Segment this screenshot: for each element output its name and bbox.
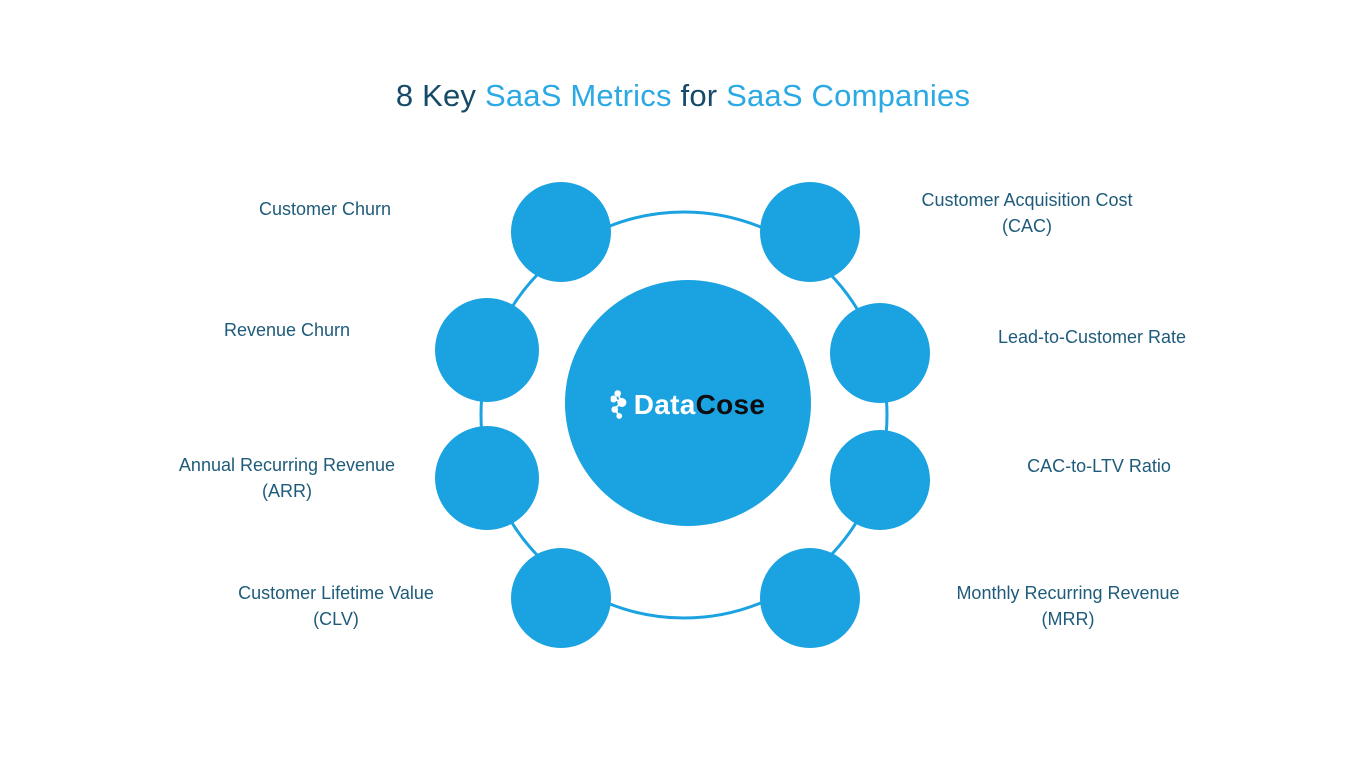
title-segment-blue-1: SaaS Metrics	[484, 78, 672, 113]
metric-label-line1: Customer Acquisition Cost	[921, 190, 1133, 210]
node-circle-lead-to-customer-rate	[830, 303, 930, 403]
metric-label-line1: Customer Lifetime Value	[238, 583, 434, 603]
metric-label-line1: Annual Recurring Revenue	[178, 455, 396, 475]
center-circle	[565, 280, 811, 526]
metric-label-lead-to-customer-rate: Lead-to-Customer Rate	[998, 324, 1186, 350]
metric-label-line2: (CAC)	[1002, 216, 1052, 236]
node-circle-revenue-churn	[435, 298, 539, 402]
metric-label-customer-lifetime-value: Customer Lifetime Value (CLV)	[238, 580, 434, 632]
metric-label-line1: Customer Churn	[258, 199, 392, 219]
title-segment-dark-1: 8 Key	[395, 78, 485, 113]
metric-label-line1: Monthly Recurring Revenue	[956, 583, 1180, 603]
metric-label-line1: Revenue Churn	[223, 320, 351, 340]
network-dots-icon	[610, 390, 627, 419]
node-circle-annual-recurring-revenue	[435, 426, 539, 530]
title-segment-dark-2: for	[671, 78, 727, 113]
metric-label-line2: (ARR)	[261, 481, 312, 501]
node-circle-customer-acquisition-cost	[760, 182, 860, 282]
metric-label-line1: Lead-to-Customer Rate	[997, 327, 1187, 347]
ring-connector	[479, 210, 889, 620]
metric-label-cac-to-ltv-ratio: CAC-to-LTV Ratio	[1027, 453, 1171, 479]
logo-text-cose: Cose	[695, 389, 766, 420]
datacose-logo: DataCose	[610, 389, 766, 421]
page-title: 8 Key SaaS Metrics for SaaS Companies	[0, 78, 1366, 114]
title-segment-blue-2: SaaS Companies	[726, 78, 971, 113]
metric-label-line2: (CLV)	[313, 609, 359, 629]
logo-text-data: Data	[633, 389, 696, 420]
metric-label-monthly-recurring-revenue: Monthly Recurring Revenue (MRR)	[956, 580, 1179, 632]
metric-label-customer-churn: Customer Churn	[259, 196, 391, 222]
node-circle-customer-churn	[511, 182, 611, 282]
node-circle-monthly-recurring-revenue	[760, 548, 860, 648]
metric-label-line2: (MRR)	[1041, 609, 1095, 629]
node-circle-customer-lifetime-value	[511, 548, 611, 648]
metric-label-customer-acquisition-cost: Customer Acquisition Cost (CAC)	[921, 187, 1132, 239]
logo-wordmark: DataCose	[634, 389, 766, 421]
metric-label-line1: CAC-to-LTV Ratio	[1027, 456, 1171, 476]
metric-label-annual-recurring-revenue: Annual Recurring Revenue (ARR)	[179, 452, 395, 504]
node-circle-cac-to-ltv-ratio	[830, 430, 930, 530]
metric-label-revenue-churn: Revenue Churn	[224, 317, 350, 343]
